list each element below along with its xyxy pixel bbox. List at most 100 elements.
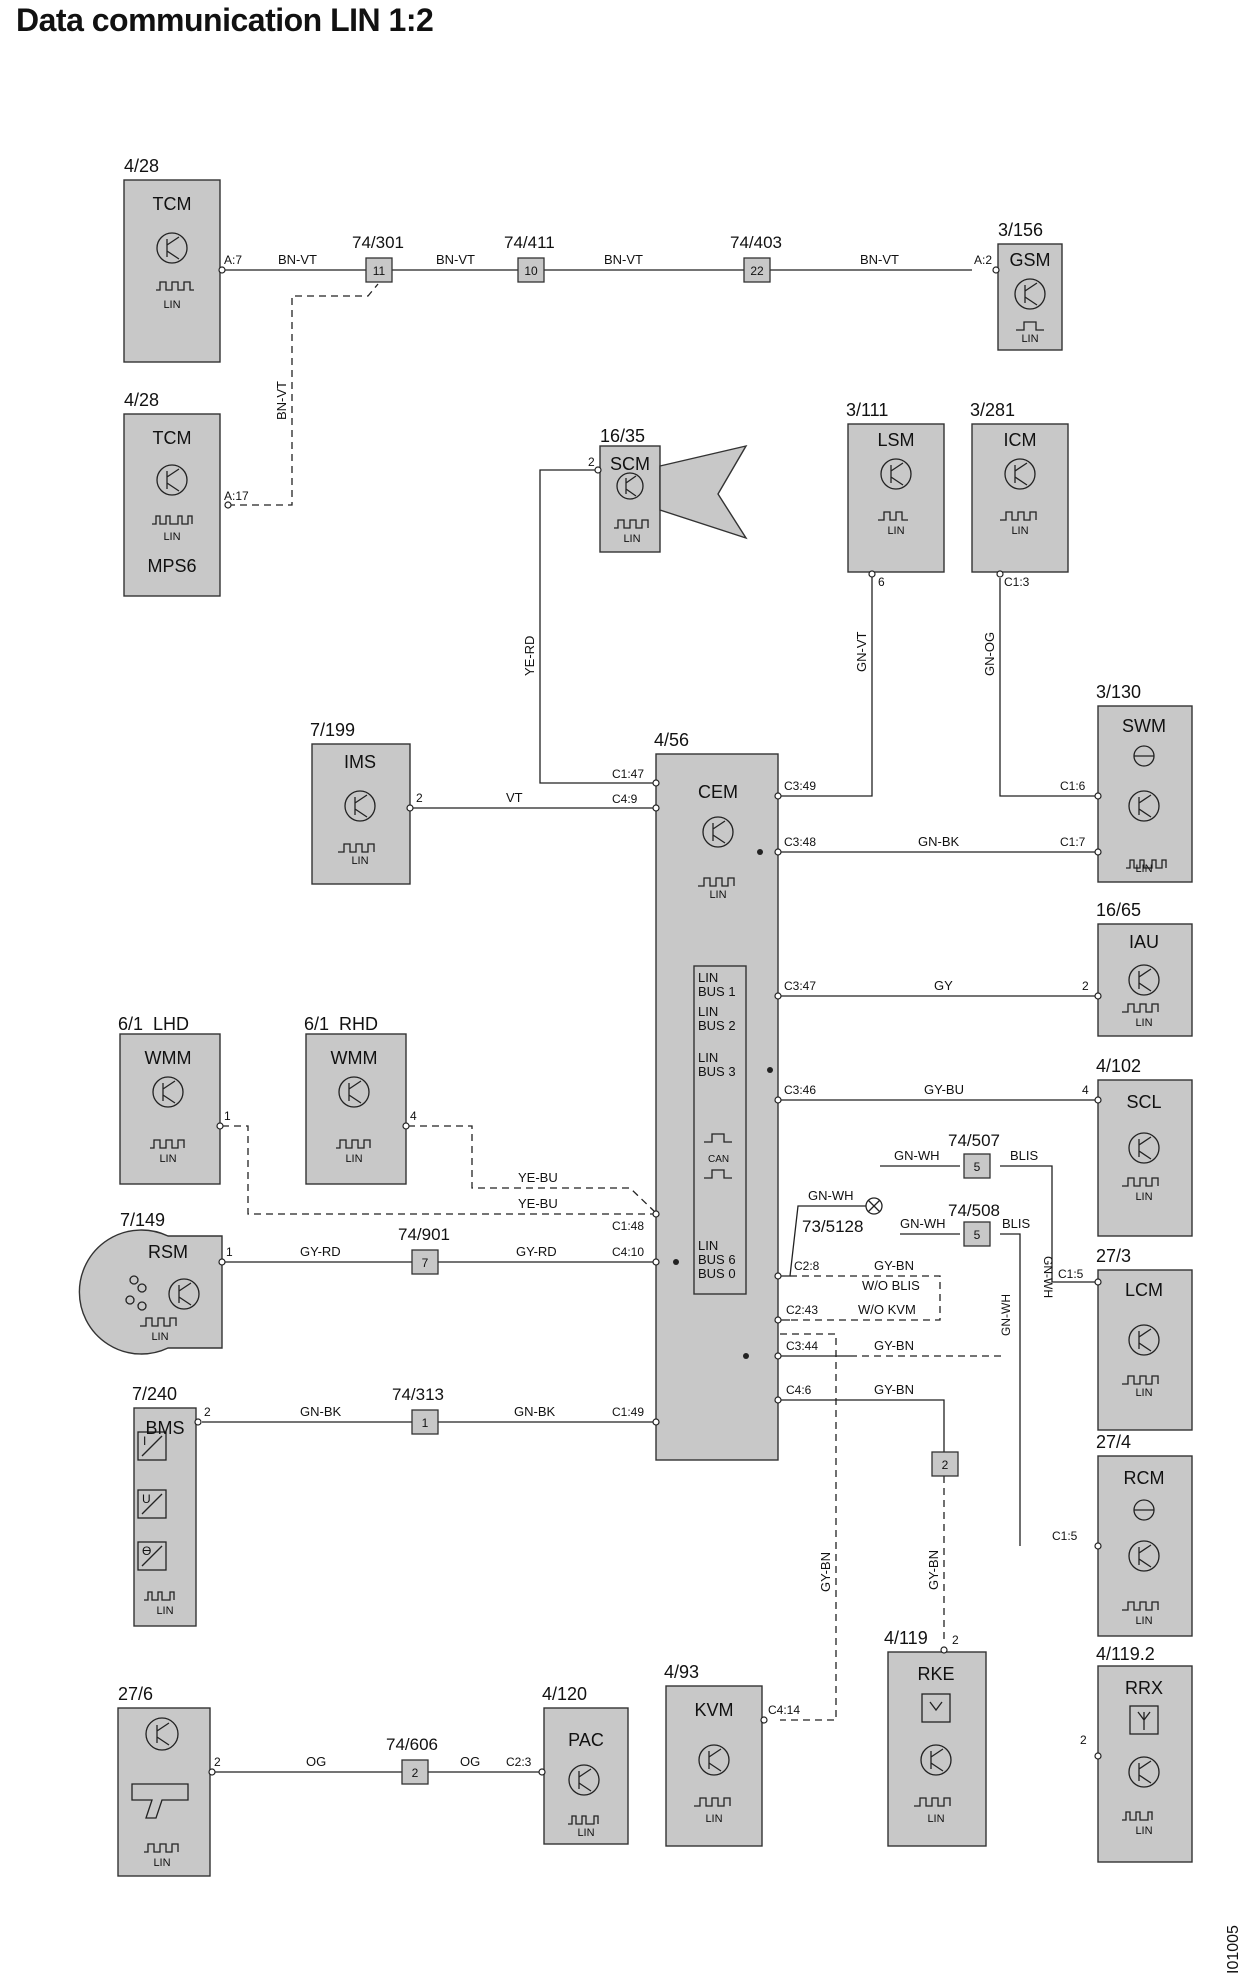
svg-text:C4:14: C4:14: [768, 1703, 800, 1717]
module-rsm: [78, 1229, 223, 1355]
ref-bms: 7/240: [132, 1384, 177, 1404]
svg-text:LIN: LIN: [163, 531, 180, 543]
ref-wmm-rhd: 6/1 RHD: [304, 1014, 378, 1034]
module-symbols: I U ϴ: [125, 232, 1167, 1853]
svg-text:CAN: CAN: [708, 1154, 729, 1165]
ref-pac: 4/120: [542, 1684, 587, 1704]
svg-text:C1:5: C1:5: [1052, 1529, 1078, 1543]
svg-text:LIN: LIN: [698, 1004, 718, 1019]
svg-text:C2:8: C2:8: [794, 1259, 820, 1273]
transistor-icon: [152, 1076, 184, 1108]
svg-text:LIN: LIN: [1021, 333, 1038, 345]
svg-text:C1:48: C1:48: [612, 1219, 644, 1233]
name-wmm-lhd: WMM: [145, 1048, 192, 1068]
svg-text:LIN: LIN: [1135, 1191, 1152, 1203]
ref-lsm: 3/111: [846, 400, 888, 420]
ref-gsm: 3/156: [998, 220, 1043, 240]
transistor-icon: [1004, 458, 1036, 490]
connector-74-606: [401, 1759, 429, 1785]
name-rrx: RRX: [1125, 1678, 1163, 1698]
ref-lcm: 27/3: [1096, 1246, 1131, 1266]
ref-rsm: 7/149: [120, 1210, 165, 1230]
name-scm: SCM: [610, 454, 650, 474]
transistor-icon: [156, 464, 188, 496]
name-wmm-rhd: WMM: [331, 1048, 378, 1068]
svg-text:4: 4: [1082, 1083, 1089, 1097]
svg-text:YE-BU: YE-BU: [518, 1196, 558, 1211]
svg-text:GY-BN: GY-BN: [874, 1338, 914, 1353]
svg-text:LIN: LIN: [345, 1153, 362, 1165]
svg-text:C4:9: C4:9: [612, 792, 638, 806]
svg-text:LIN: LIN: [623, 533, 640, 545]
svg-text:YE-RD: YE-RD: [522, 636, 537, 676]
svg-text:73/5128: 73/5128: [802, 1217, 863, 1236]
connector-74-411: [517, 257, 545, 283]
pin-labels: A:7 A:17 A:2 2 6 C1:3 2 C1:47 C4:9 C3:49…: [204, 253, 1089, 1769]
ref-wmm-lhd: 6/1 LHD: [118, 1014, 189, 1034]
svg-text:YE-BU: YE-BU: [518, 1170, 558, 1185]
svg-text:LIN: LIN: [159, 1153, 176, 1165]
module-swm: [1097, 705, 1193, 883]
svg-text:74/508: 74/508: [948, 1201, 1000, 1220]
svg-text:GY-BN: GY-BN: [874, 1382, 914, 1397]
module-icm: [971, 423, 1069, 573]
modules: [78, 179, 1193, 1877]
ref-scm: 16/35: [600, 426, 645, 446]
voltage-sensor-icon: U: [137, 1489, 167, 1519]
svg-text:2: 2: [1082, 979, 1089, 993]
svg-text:LIN: LIN: [1135, 1825, 1152, 1837]
name-tcm-2: TCM: [153, 428, 192, 448]
ref-scl: 4/102: [1096, 1056, 1141, 1076]
module-lsm: [847, 423, 945, 573]
ref-iau: 16/65: [1096, 900, 1141, 920]
svg-text:LIN: LIN: [705, 1813, 722, 1825]
svg-text:74/313: 74/313: [392, 1385, 444, 1404]
svg-text:C1:49: C1:49: [612, 1405, 644, 1419]
svg-text:BLIS: BLIS: [1002, 1216, 1031, 1231]
connector-74-301: [365, 257, 393, 283]
name-rsm: RSM: [148, 1242, 188, 1262]
svg-text:74/411: 74/411: [504, 233, 555, 252]
module-wmm-lhd: [119, 1033, 221, 1185]
svg-text:11: 11: [373, 264, 386, 278]
name-pac: PAC: [568, 1730, 604, 1750]
connector-labels: 74/301 74/411 74/403 74/507 74/508 74/90…: [352, 233, 1000, 1754]
svg-text:GN-WH: GN-WH: [894, 1148, 940, 1163]
svg-text:BN-VT: BN-VT: [274, 381, 289, 420]
name-lcm: LCM: [1125, 1280, 1163, 1300]
svg-text:74/301: 74/301: [352, 233, 404, 252]
svg-text:2: 2: [588, 455, 595, 469]
name-tcm-1: TCM: [153, 194, 192, 214]
svg-text:GN-BK: GN-BK: [300, 1404, 342, 1419]
ref-rke: 4/119: [884, 1628, 928, 1648]
page-title: Data communication LIN 1:2: [16, 2, 434, 38]
svg-text:1: 1: [224, 1109, 231, 1123]
ref-icm: 3/281: [970, 400, 1015, 420]
svg-text:GN-WH: GN-WH: [808, 1188, 854, 1203]
extra-tcm-2: MPS6: [147, 556, 196, 576]
svg-text:C3:49: C3:49: [784, 779, 816, 793]
transistor-icon: [145, 1717, 179, 1751]
svg-text:BUS 1: BUS 1: [698, 984, 736, 999]
name-ims: IMS: [344, 752, 376, 772]
svg-text:10: 10: [524, 264, 538, 278]
svg-text:C3:48: C3:48: [784, 835, 816, 849]
svg-text:C4:10: C4:10: [612, 1245, 644, 1259]
svg-text:2: 2: [1080, 1733, 1087, 1747]
svg-text:22: 22: [750, 264, 764, 278]
svg-text:LIN: LIN: [163, 299, 180, 311]
svg-text:74/901: 74/901: [398, 1225, 450, 1244]
svg-text:LIN: LIN: [887, 525, 904, 537]
svg-text:LIN: LIN: [709, 889, 726, 901]
ref-kvm: 4/93: [664, 1662, 699, 1682]
connectors: [365, 257, 991, 1785]
svg-text:GY-BU: GY-BU: [924, 1082, 964, 1097]
module-rcm: [1097, 1455, 1193, 1637]
svg-text:A:17: A:17: [224, 489, 249, 503]
svg-text:LIN: LIN: [698, 1238, 718, 1253]
svg-text:2: 2: [416, 791, 423, 805]
temperature-sensor-icon: ϴ: [137, 1541, 167, 1571]
module-ims: [311, 743, 411, 885]
cem-lin-block: [693, 965, 747, 1295]
